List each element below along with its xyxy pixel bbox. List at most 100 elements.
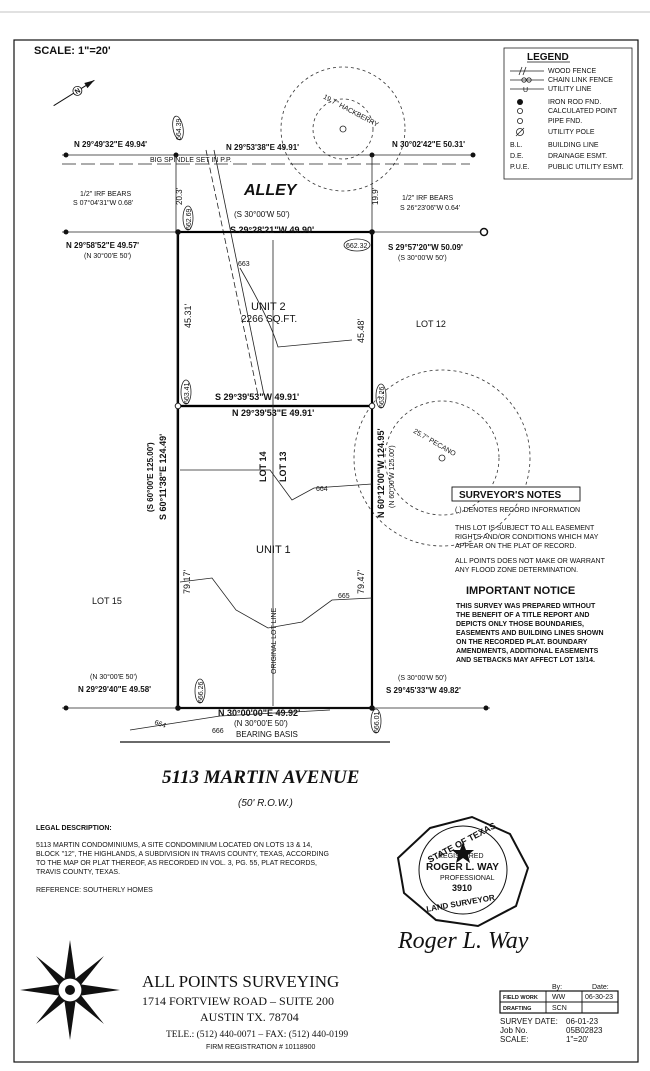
irf-right-line2: S 26°23'06"W 0.64' [400, 204, 460, 212]
sheet-border [13, 39, 639, 1063]
iron-rod-icon [175, 229, 181, 235]
legal-title: LEGAL DESCRIPTION: [36, 825, 112, 832]
pipe-found-icon [479, 227, 489, 237]
svg-text:664.39: 664.39 [176, 118, 183, 140]
legend-box [503, 47, 633, 180]
spindle-note: BIG SPINDLE SET IN P.P. [150, 157, 232, 164]
contour-663 [239, 267, 353, 348]
utility-line-diagonal [205, 149, 259, 396]
legend-title: LEGEND [527, 52, 569, 63]
contour-label-665: 665 [338, 593, 350, 600]
contour-666 [129, 709, 331, 731]
title-scale-label: SCALE: [500, 1035, 528, 1044]
point-tag: 662.69 [182, 205, 194, 231]
original-lot-line-label: ORIGINAL LOT LINE [271, 608, 278, 674]
contour-label-664: 664 [316, 486, 328, 493]
seal-name: ROGER L. WAY [426, 862, 499, 873]
unit-2-area: 2266 SQ.FT. [241, 314, 297, 325]
compass-rose-logo-icon [20, 940, 120, 1040]
iron-rod-icon [63, 705, 69, 711]
point-tag: 663.26 [375, 383, 387, 409]
bearing-top-right: N 30°02'42"E 50.31' [392, 140, 465, 149]
north-arrow-icon: N [53, 79, 95, 107]
bearing-alley-south-left: N 29°58'52"E 49.57' [66, 241, 139, 250]
bearing-alley-south-left-record: (N 30°00'E 50') [84, 252, 131, 260]
scale-label: SCALE: 1"=20' [34, 45, 111, 57]
title-row-by-field-work: WW [552, 994, 566, 1001]
pecan-tree-icon [353, 369, 531, 547]
bearing-alley-south-right-record: (S 30°00'W 50') [398, 254, 447, 262]
abbr-code-de: D.E. [510, 153, 524, 160]
unit-2-label: UNIT 2 [251, 301, 286, 313]
irf-left-line2: S 07°04'31"W 0.68' [73, 199, 133, 207]
abbr-code-pue: P.U.E. [510, 164, 529, 171]
abbr-label-pue: PUBLIC UTILITY ESMT. [548, 164, 624, 171]
iron-rod-icon [63, 152, 69, 158]
notice-line-6: AMENDMENTS, ADDITIONAL EASEMENTS [456, 648, 599, 655]
notice-line-2: THE BENEFIT OF A TITLE REPORT AND [456, 612, 589, 619]
survey-date-label: SURVEY DATE: [500, 1017, 558, 1026]
surveyor-seal: STATE OF TEXAS REGISTERED ROGER L. WAY P… [396, 815, 530, 928]
surveyors-note-line-5: ALL POINTS DOES NOT MAKE OR WARRANT [455, 558, 606, 565]
surveyors-notes: SURVEYOR'S NOTES ( ) DENOTES RECORD INFO… [451, 486, 606, 574]
surveyors-note-line-6: ANY FLOOD ZONE DETERMINATION. [455, 567, 578, 574]
irf-right-line1: 1/2" IRF BEARS [402, 195, 453, 202]
legend-label-iron-rod: IRON ROD FND. [548, 99, 601, 106]
iron-rod-icon [369, 705, 375, 711]
wood-fence-icon [510, 66, 544, 76]
bearing-unit2-bottom: S 29°39'53"W 49.91' [215, 392, 299, 402]
contour-664 [180, 469, 373, 501]
tree-label-pecan: 25.7" PECANO [412, 428, 457, 458]
calculated-point-icon [517, 108, 524, 115]
job-number-value: 05B02823 [566, 1026, 603, 1035]
iron-rod-icon [470, 152, 476, 158]
dim-19-9: 19.9' [371, 187, 380, 205]
calculated-point-icon [368, 402, 376, 410]
title-block-head-date: Date: [592, 984, 609, 991]
surveyor-signature: Roger L. Way [397, 928, 529, 954]
surveyors-note-line-4: APPEAR ON THE PLAT OF RECORD. [455, 543, 576, 550]
point-tag: 666.26 [194, 678, 206, 704]
legend-label-wood-fence: WOOD FENCE [548, 68, 597, 75]
surveyors-note-line-3: RIGHTS AND/OR CONDITIONS WHICH MAY [455, 534, 599, 541]
dim-20-3: 20.3' [175, 187, 184, 205]
svg-text:663.41: 663.41 [184, 382, 191, 404]
utility-line-diagonal-2 [213, 149, 265, 396]
legend-label-pipe-found: PIPE FND. [548, 118, 582, 125]
seal-bottom: LAND SURVEYOR [426, 893, 496, 914]
chain-link-fence-icon [510, 77, 544, 83]
lot-12-label: LOT 12 [416, 319, 446, 329]
bearing-alley-south-right: S 29°57'20"W 50.09' [388, 243, 463, 252]
surveyors-notes-title: SURVEYOR'S NOTES [459, 490, 562, 501]
alley-label: ALLEY [243, 182, 298, 199]
bearing-top-mid: N 29°53'38"E 49.91' [226, 143, 299, 152]
contour-665 [179, 577, 373, 629]
hackberry-tree-icon [280, 66, 406, 192]
abbr-code-bl: B.L. [510, 142, 523, 149]
lot-15-label: LOT 15 [92, 596, 122, 606]
alley-record-width: (S 30°00'W 50') [234, 210, 290, 219]
dim-unit2-left: 45.31' [183, 303, 193, 328]
legend: LEGEND WOOD FENCE CHAIN LINK FENCE U UTI… [503, 47, 633, 180]
legal-description: LEGAL DESCRIPTION: 5113 MARTIN CONDOMINI… [36, 825, 329, 894]
title-row-by-drafting: SCN [552, 1005, 567, 1012]
legend-label-utility-pole: UTILITY POLE [548, 129, 595, 136]
lot-13-label: LOT 13 [278, 451, 288, 482]
svg-text:U: U [523, 87, 528, 94]
point-tag: 662.32 [343, 238, 371, 252]
contour-label-663: 663 [238, 261, 250, 268]
svg-text:663.26: 663.26 [379, 386, 386, 408]
bearing-front: N 30°00'00"E 49.92' [218, 708, 300, 718]
title-block-head-by: By: [552, 984, 562, 991]
company-city: AUSTIN TX. 78704 [200, 1010, 299, 1024]
legend-label-calculated-point: CALCULATED POINT [548, 108, 618, 115]
job-number-label: Job No. [500, 1026, 528, 1035]
abbr-label-de: DRAINAGE ESMT. [548, 153, 607, 160]
svg-text:662.32: 662.32 [346, 243, 368, 250]
important-notice-title: IMPORTANT NOTICE [466, 585, 575, 597]
bearing-front-record: (N 30°00'E 50') [234, 719, 288, 728]
iron-rod-icon [517, 99, 523, 105]
company-phone: TELE.: (512) 440-0071 – FAX: (512) 440-0… [166, 1029, 348, 1040]
utility-pole-icon [515, 127, 525, 137]
